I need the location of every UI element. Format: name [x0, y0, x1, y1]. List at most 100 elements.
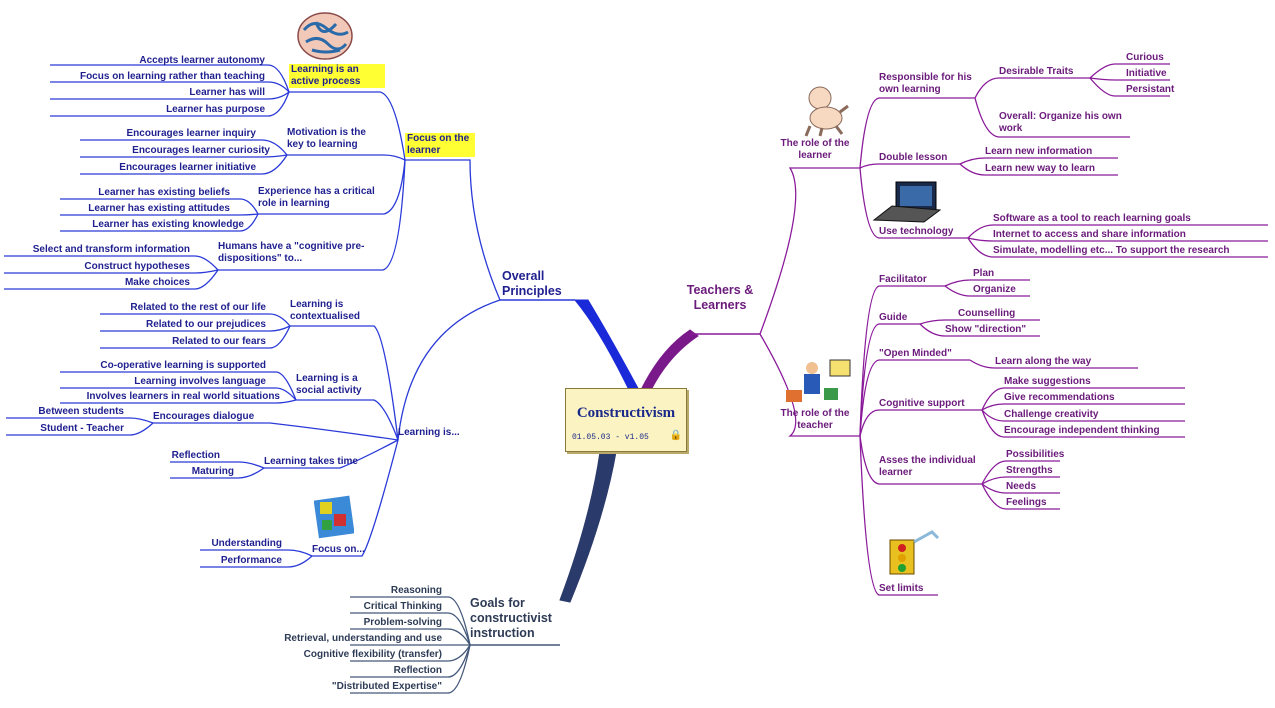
leaf[interactable]: Student - Teacher [40, 423, 124, 434]
leaf[interactable]: Maturing [191, 466, 234, 477]
node-assess[interactable]: Asses the individual learner [879, 455, 976, 478]
node-dialogue[interactable]: Encourages dialogue [153, 411, 255, 422]
leaf[interactable]: Encourages learner inquiry [126, 128, 257, 139]
leaf[interactable]: Reasoning [390, 585, 442, 596]
node-use-technology[interactable]: Use technology [879, 226, 954, 237]
node-motivation[interactable]: Motivation is the key to learning [287, 127, 366, 150]
puzzle-icon [313, 494, 355, 545]
leaf[interactable]: Reflection [393, 665, 442, 676]
node-desirable[interactable]: Desirable Traits [999, 66, 1074, 77]
leaf[interactable]: Retrieval, understanding and use [284, 633, 442, 644]
connector [60, 399, 297, 404]
connector [974, 77, 1090, 99]
node-facilitator[interactable]: Facilitator [879, 274, 927, 285]
connector [170, 467, 265, 479]
connector [397, 299, 501, 441]
node-cognitive-support[interactable]: Cognitive support [879, 398, 965, 409]
leaf[interactable]: Learner has existing attitudes [88, 203, 230, 214]
leaf[interactable]: Construct hypotheses [84, 261, 190, 272]
leaf[interactable]: Learner has will [189, 87, 265, 98]
leaf[interactable]: Related to our fears [172, 336, 266, 347]
leaf[interactable]: Make choices [124, 277, 190, 288]
leaf[interactable]: Curious [1126, 52, 1164, 63]
leaf[interactable]: Software as a tool to reach learning goa… [993, 213, 1191, 224]
topic-goals[interactable]: Goals for constructivist instruction [470, 596, 552, 640]
node-takes-time[interactable]: Learning takes time [264, 456, 358, 467]
leaf[interactable]: Related to our prejudices [145, 319, 266, 330]
leaf[interactable]: Internet to access and share information [993, 229, 1186, 240]
leaf[interactable]: Focus on learning rather than teaching [79, 71, 265, 82]
subtopic-role-teacher[interactable]: The role of the teacher [780, 408, 850, 431]
connector [350, 628, 471, 646]
leaf[interactable]: Learn along the way [995, 356, 1092, 367]
leaf[interactable]: Reflection [171, 450, 220, 461]
leaf[interactable]: Learn new way to learn [985, 163, 1096, 174]
leaf[interactable]: Cognitive flexibility (transfer) [303, 649, 442, 660]
central-topic[interactable]: Constructivism 01.05.03 - v1.05 🔒 [565, 388, 687, 452]
leaf[interactable]: Possibilities [1006, 449, 1065, 460]
connector [60, 213, 259, 232]
leaf[interactable]: Strengths [1006, 465, 1053, 476]
leaf[interactable]: Problem-solving [363, 617, 442, 628]
node-contextualised[interactable]: Learning is contextualised [290, 299, 361, 322]
subtopic-role-learner[interactable]: The role of the learner [780, 138, 850, 161]
leaf[interactable]: Encourage independent thinking [1004, 425, 1160, 436]
node-set-limits[interactable]: Set limits [879, 583, 924, 594]
topic-teachers-learners[interactable]: Teachers & Learners [686, 283, 754, 312]
leaf[interactable]: "Distributed Expertise" [331, 681, 442, 692]
leaf[interactable]: Plan [973, 268, 995, 279]
leaf[interactable]: Challenge creativity [1004, 409, 1099, 420]
leaf[interactable]: Learning involves language [134, 376, 266, 387]
connector [859, 163, 960, 169]
connector [859, 435, 938, 596]
leaf[interactable]: Involves learners in real world situatio… [86, 391, 280, 402]
node-open-minded[interactable]: "Open Minded" [879, 348, 952, 359]
leaf[interactable]: Learner has purpose [166, 104, 265, 115]
leaf[interactable]: Encourages learner initiative [119, 162, 256, 173]
node-double-lesson[interactable]: Double lesson [879, 152, 948, 163]
subtopic-learning-is[interactable]: Learning is... [398, 427, 460, 438]
subtopic-focus-on-learner[interactable]: Focus on the learner [405, 133, 475, 157]
leaf[interactable]: Select and transform information [32, 244, 190, 255]
node-experience[interactable]: Experience has a critical role in learni… [258, 186, 375, 209]
node-social[interactable]: Learning is a social activity [296, 373, 362, 396]
leaf[interactable]: Learn new information [985, 146, 1093, 157]
node-focus-on[interactable]: Focus on... [312, 544, 365, 555]
leaf[interactable]: Show "direction" [945, 324, 1027, 335]
connector [200, 555, 313, 568]
node-learning-active[interactable]: Learning is an active process [289, 64, 385, 88]
leaf[interactable]: Learner has existing beliefs [98, 187, 230, 198]
leaf[interactable]: Co-operative learning is supported [100, 360, 266, 371]
leaf[interactable]: Needs [1006, 481, 1037, 492]
leaf[interactable]: Performance [220, 555, 282, 566]
traffic-light-icon [880, 522, 940, 583]
leaf[interactable]: Persistant [1126, 84, 1175, 95]
leaf[interactable]: Give recommendations [1004, 392, 1115, 403]
node-humans[interactable]: Humans have a "cognitive pre-disposition… [218, 241, 365, 264]
leaf[interactable]: Learner has existing knowledge [92, 219, 244, 230]
leaf[interactable]: Initiative [1126, 68, 1167, 79]
connector [350, 644, 471, 694]
connector [1089, 63, 1170, 79]
node-guide[interactable]: Guide [879, 312, 908, 323]
leaf[interactable]: Encourages learner curiosity [132, 145, 270, 156]
leaf[interactable]: Simulate, modelling etc... To support th… [993, 245, 1230, 256]
connector [981, 483, 1060, 494]
connector [981, 483, 1060, 510]
connector [350, 644, 471, 678]
leaf[interactable]: Understanding [211, 538, 282, 549]
leaf[interactable]: Counselling [958, 308, 1016, 319]
connector [944, 285, 1030, 297]
node-responsible[interactable]: Responsible for his own learning [879, 72, 972, 95]
leaf[interactable]: Critical Thinking [363, 601, 442, 612]
connector [350, 612, 471, 646]
node-organize[interactable]: Overall: Organize his own work [999, 111, 1122, 134]
leaf[interactable]: Make suggestions [1004, 376, 1091, 387]
connector [50, 91, 290, 117]
leaf[interactable]: Between students [38, 406, 124, 417]
leaf[interactable]: Accepts learner autonomy [139, 55, 265, 66]
leaf[interactable]: Feelings [1006, 497, 1047, 508]
leaf[interactable]: Related to the rest of our life [130, 302, 266, 313]
leaf[interactable]: Organize [973, 284, 1016, 295]
topic-overall-principles[interactable]: Overall Principles [502, 269, 562, 298]
